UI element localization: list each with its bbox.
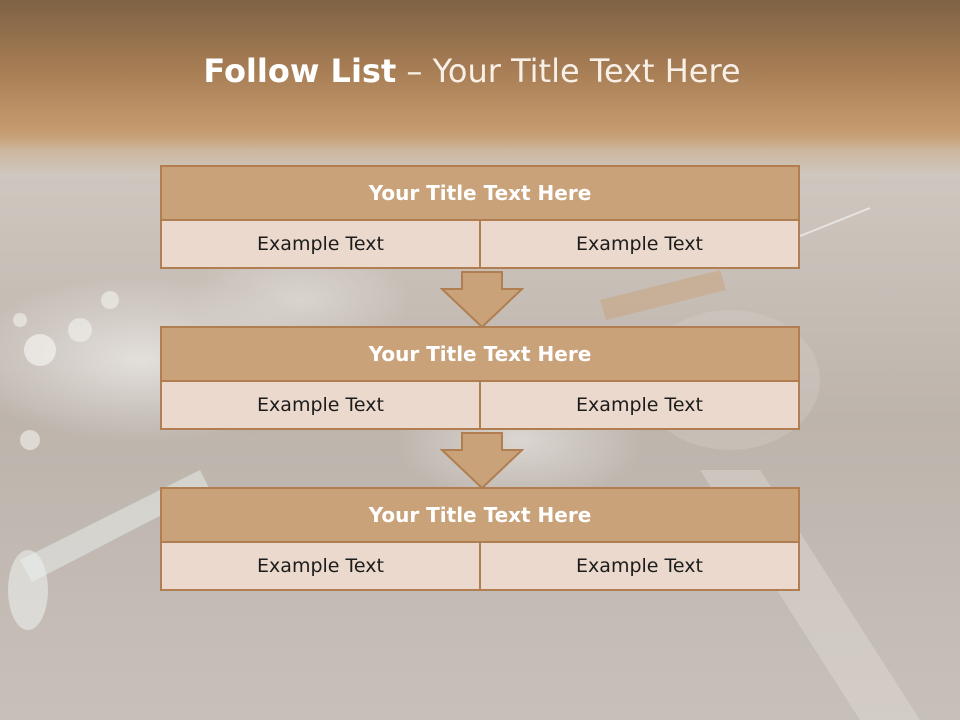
block-cell-left: Example Text bbox=[160, 541, 481, 591]
block-row: Example Text Example Text bbox=[160, 541, 800, 591]
block-row: Example Text Example Text bbox=[160, 380, 800, 430]
list-block-1: Your Title Text Here Example Text Exampl… bbox=[160, 165, 800, 269]
block-title: Your Title Text Here bbox=[160, 165, 800, 221]
block-title: Your Title Text Here bbox=[160, 487, 800, 543]
header-band bbox=[0, 0, 960, 150]
block-cell-right: Example Text bbox=[479, 219, 800, 269]
block-cell-left: Example Text bbox=[160, 380, 481, 430]
block-row: Example Text Example Text bbox=[160, 219, 800, 269]
list-block-3: Your Title Text Here Example Text Exampl… bbox=[160, 487, 800, 591]
down-arrow-icon bbox=[440, 271, 524, 329]
block-title: Your Title Text Here bbox=[160, 326, 800, 382]
block-cell-left: Example Text bbox=[160, 219, 481, 269]
list-block-2: Your Title Text Here Example Text Exampl… bbox=[160, 326, 800, 430]
block-cell-right: Example Text bbox=[479, 541, 800, 591]
slide-title: Follow List – Your Title Text Here bbox=[0, 52, 944, 90]
down-arrow-icon bbox=[440, 432, 524, 490]
slide-title-rest: – Your Title Text Here bbox=[396, 52, 741, 90]
block-cell-right: Example Text bbox=[479, 380, 800, 430]
slide-title-bold: Follow List bbox=[203, 52, 397, 90]
